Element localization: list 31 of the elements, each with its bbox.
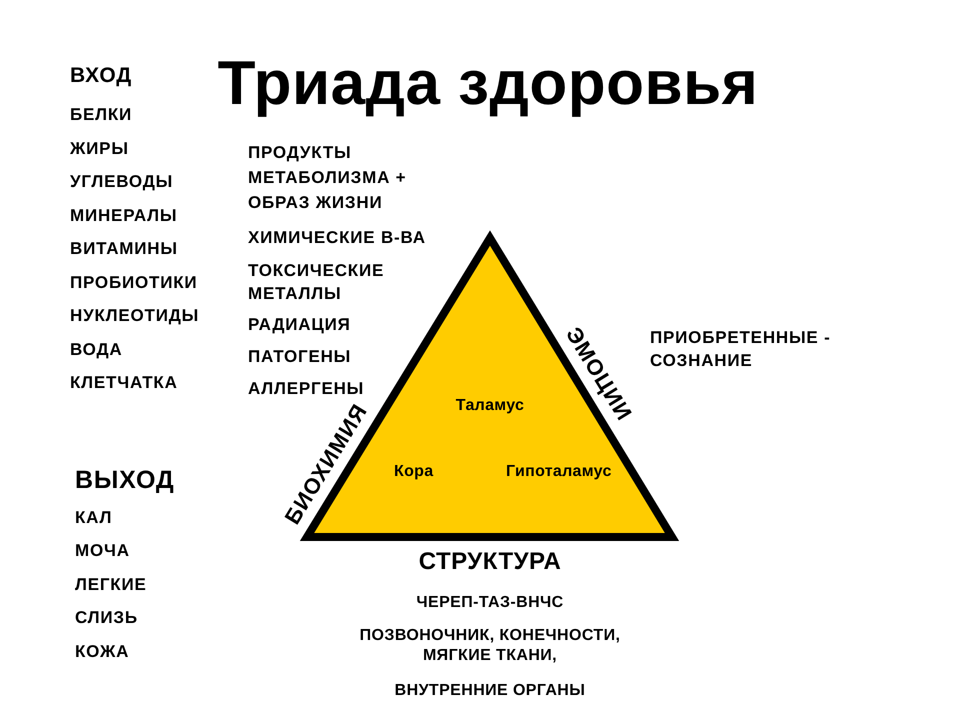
list-item: СЛИЗЬ: [75, 608, 138, 628]
list-item: МОЧА: [75, 541, 130, 561]
list-item: УГЛЕВОДЫ: [70, 172, 174, 192]
list-item: ЛЕГКИЕ: [75, 575, 147, 595]
list-item: МИНЕРАЛЫ: [70, 206, 178, 226]
list-item: ПРОБИОТИКИ: [70, 273, 198, 293]
list-item: ПОЗВОНОЧНИК, КОНЕЧНОСТИ, МЯГКИЕ ТКАНИ,: [359, 626, 621, 666]
list-item: ПРИОБРЕТЕННЫЕ - СОЗНАНИЕ: [650, 327, 832, 372]
list-item: КАЛ: [75, 508, 112, 528]
section-heading: ВЫХОД: [75, 466, 174, 495]
list-item: АЛЛЕРГЕНЫ: [248, 379, 364, 399]
list-item: ВНУТРЕННИЕ ОРГАНЫ: [394, 682, 586, 700]
list-item: ПАТОГЕНЫ: [248, 347, 352, 367]
list-item: ПРОДУКТЫ МЕТАБОЛИЗМА + ОБРАЗ ЖИЗНИ: [248, 142, 408, 214]
list-item: РАДИАЦИЯ: [248, 315, 351, 335]
region-label: Гипоталамус: [506, 463, 612, 482]
side-label: СТРУКТУРА: [418, 548, 562, 576]
list-item: БЕЛКИ: [70, 105, 132, 125]
region-label: Таламус: [456, 397, 524, 416]
list-item: НУКЛЕОТИДЫ: [70, 306, 200, 326]
list-item: ВИТАМИНЫ: [70, 239, 178, 259]
list-item: ТОКСИЧЕСКИЕ МЕТАЛЛЫ: [248, 260, 386, 305]
list-item: ВОДА: [70, 340, 122, 360]
list-item: ХИМИЧЕСКИЕ В-ВА: [248, 228, 426, 248]
region-label: Кора: [394, 463, 434, 482]
list-item: КЛЕТЧАТКА: [70, 373, 178, 393]
list-item: ЖИРЫ: [70, 139, 129, 159]
section-heading: ВХОД: [70, 64, 132, 88]
title: Триада здоровья: [218, 48, 758, 120]
list-item: ЧЕРЕП-ТАЗ-ВНЧС: [416, 594, 564, 612]
list-item: КОЖА: [75, 642, 130, 662]
